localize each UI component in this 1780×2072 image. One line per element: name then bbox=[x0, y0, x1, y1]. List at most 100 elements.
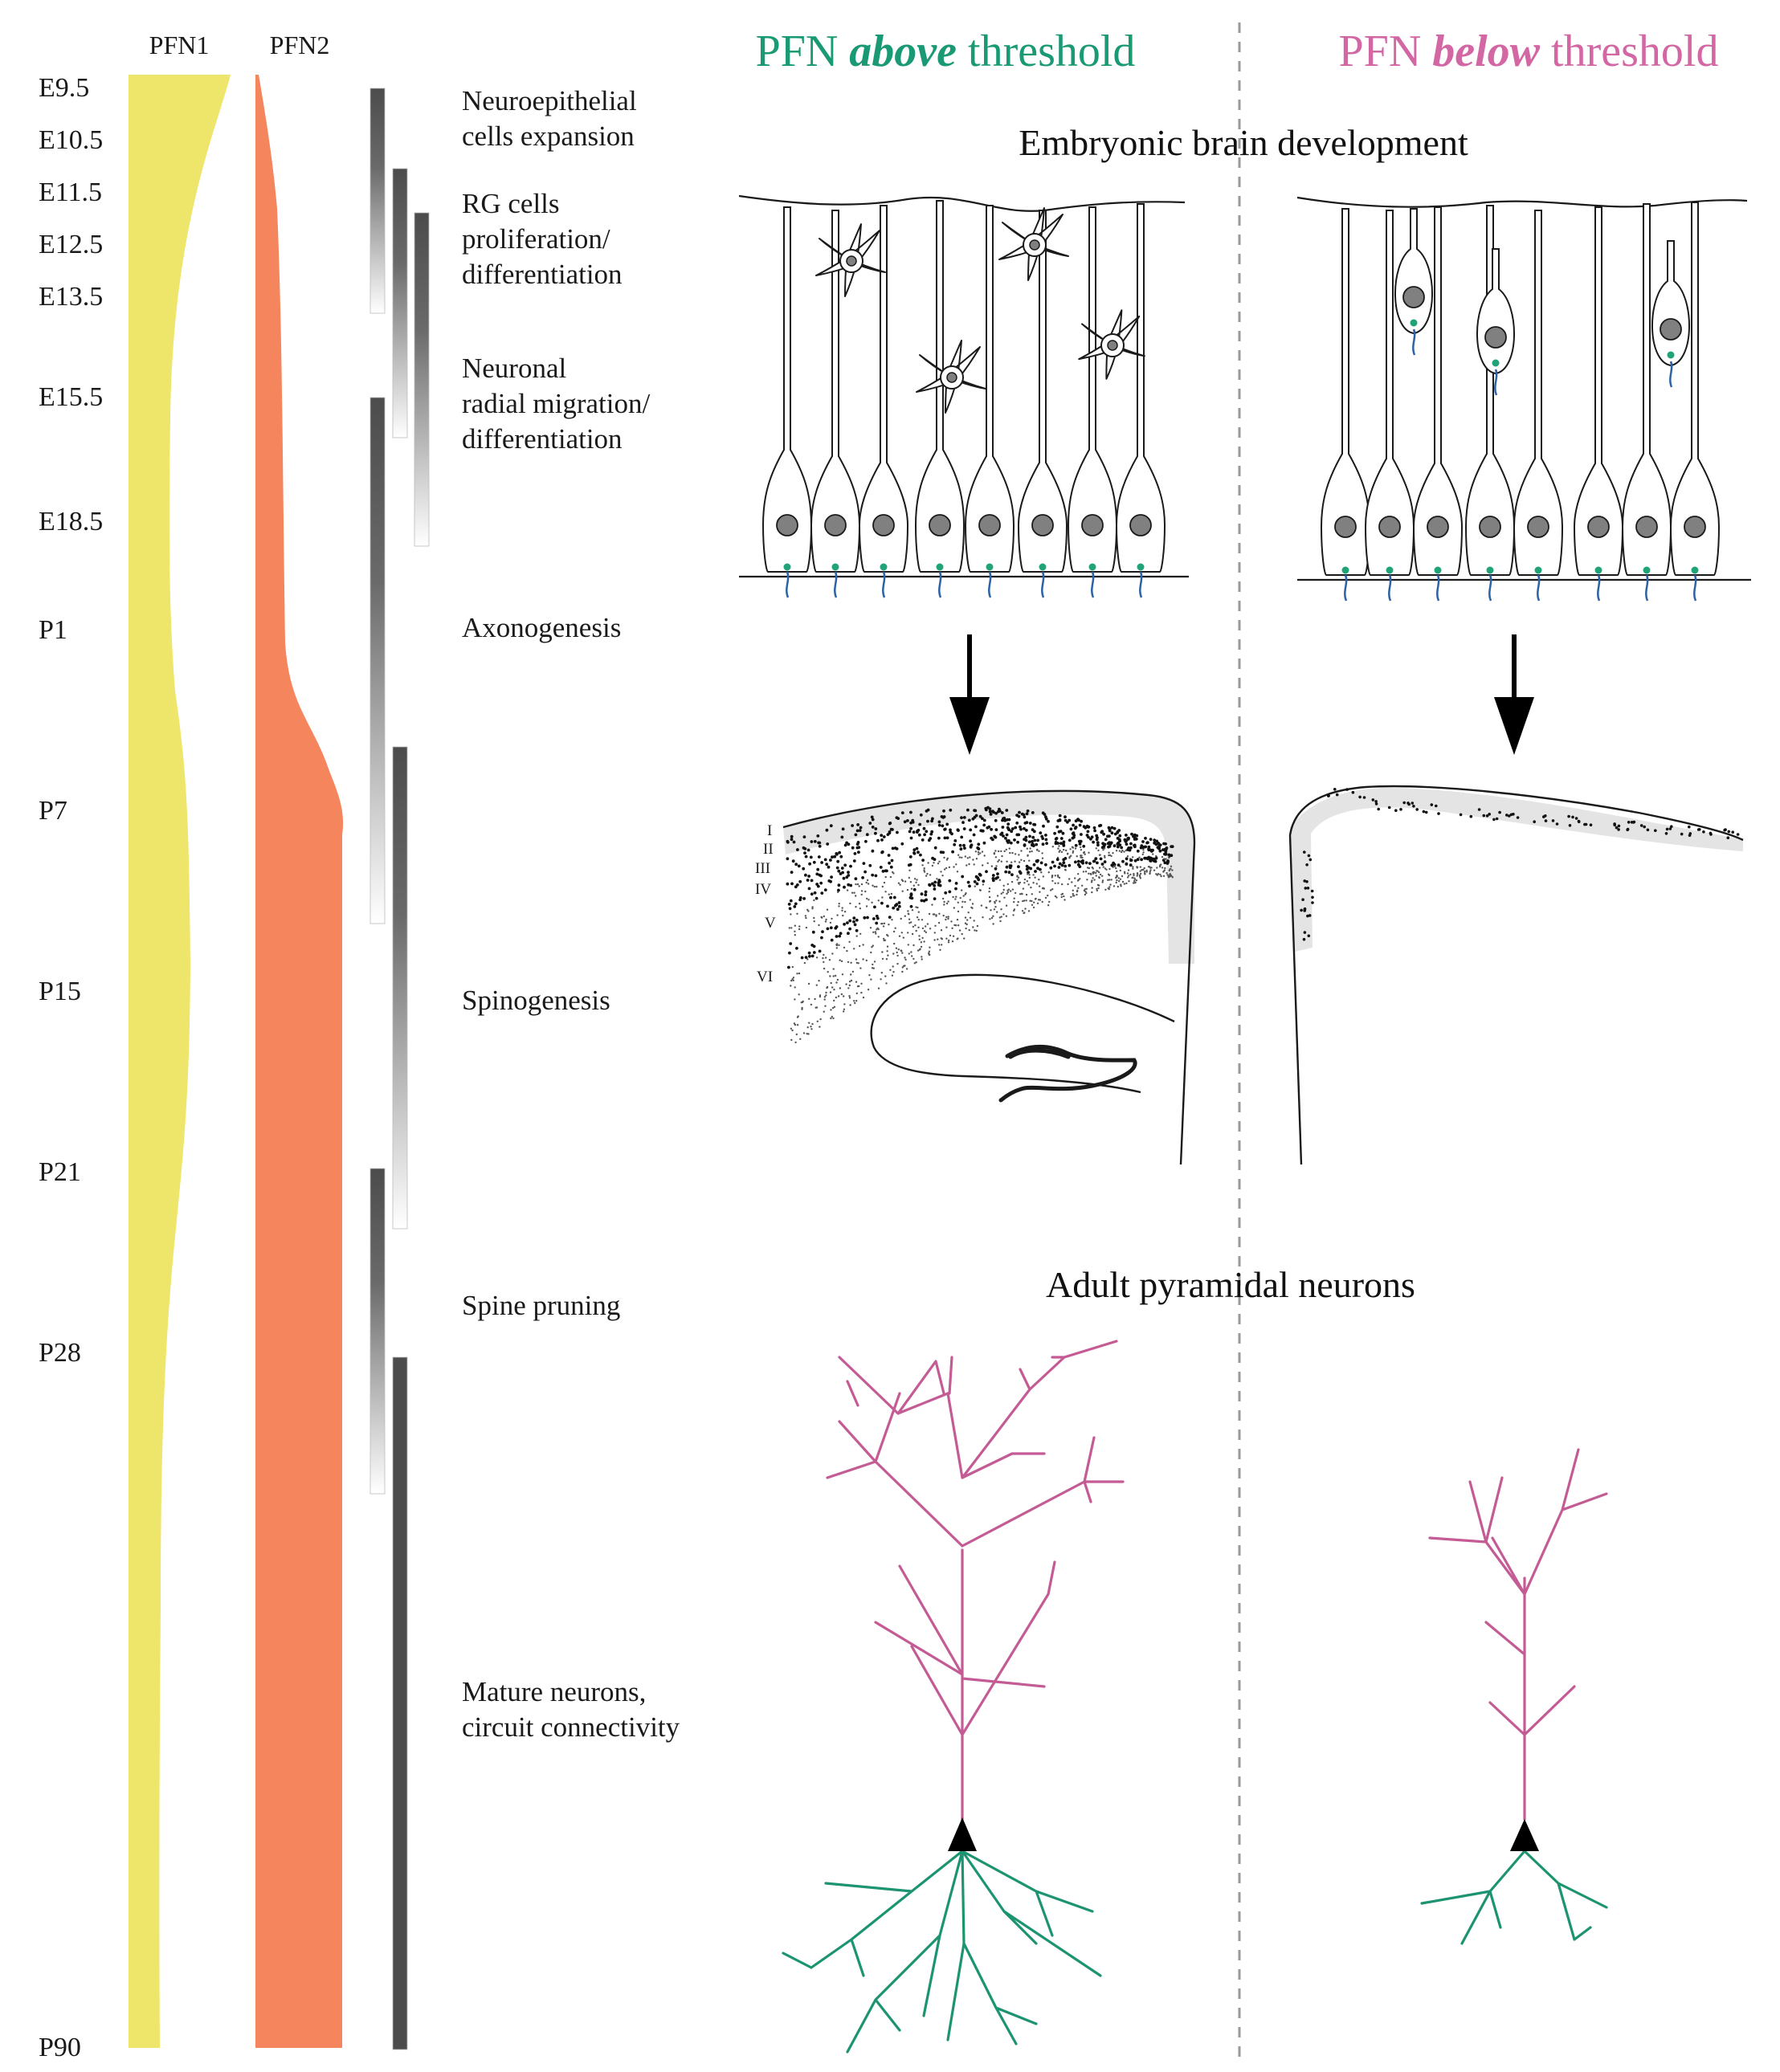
cell-dot bbox=[1019, 861, 1021, 863]
stage-label: Spinogenesis bbox=[462, 985, 610, 1016]
cell-dot bbox=[1028, 859, 1031, 862]
cell-dot bbox=[847, 871, 850, 874]
cell-dot bbox=[924, 893, 928, 897]
cell-dot bbox=[854, 877, 858, 881]
cell-dot bbox=[918, 935, 921, 937]
cell-dot bbox=[871, 946, 873, 948]
cell-dot bbox=[1016, 879, 1019, 881]
cell-dot bbox=[795, 883, 799, 887]
stage-label-line: RG cells bbox=[462, 188, 560, 219]
cell-dot bbox=[835, 981, 838, 984]
cell-dot bbox=[1023, 878, 1027, 881]
cell-dot bbox=[972, 833, 976, 837]
cell-dot bbox=[904, 915, 907, 917]
cell-dot bbox=[873, 885, 876, 888]
cell-dot bbox=[796, 1024, 799, 1026]
cell-dot bbox=[915, 929, 917, 932]
cell-dot bbox=[1088, 851, 1090, 854]
cell-dot bbox=[1394, 809, 1398, 812]
cell-dot bbox=[1086, 825, 1090, 829]
cell-dot bbox=[825, 994, 827, 997]
cortex-outline bbox=[1288, 785, 1744, 1165]
cell-dot bbox=[1091, 891, 1093, 894]
cell-dot bbox=[1064, 864, 1068, 868]
cell-dot bbox=[824, 956, 827, 959]
cell-dot bbox=[1589, 823, 1593, 826]
cortex-outline bbox=[782, 789, 1196, 1165]
cell-dot bbox=[1064, 899, 1066, 901]
cell-dot bbox=[1399, 808, 1402, 811]
cell-dot bbox=[888, 916, 892, 919]
cell-dot bbox=[1664, 832, 1668, 835]
cell-dot bbox=[964, 900, 966, 903]
cell-dot bbox=[940, 871, 942, 873]
cell-dot bbox=[995, 865, 998, 867]
cell-dot bbox=[896, 954, 899, 957]
cell-dot bbox=[794, 930, 796, 933]
cell-dot bbox=[932, 913, 935, 916]
cell-dot bbox=[1002, 834, 1005, 838]
cell-dot bbox=[1099, 873, 1102, 876]
cell-dot bbox=[933, 846, 937, 850]
cell-dot bbox=[933, 887, 937, 891]
cell-dot bbox=[852, 916, 856, 920]
cell-dot bbox=[1047, 819, 1050, 823]
cell-dot bbox=[1016, 904, 1019, 907]
cell-dot bbox=[880, 923, 883, 925]
cell-dot bbox=[874, 827, 878, 830]
cell-dot bbox=[912, 848, 917, 852]
cell-dot bbox=[810, 1026, 812, 1028]
cell-dot bbox=[1036, 902, 1039, 905]
cell-dot bbox=[940, 815, 944, 818]
cell-dot bbox=[947, 916, 949, 918]
cell-dot bbox=[1140, 844, 1144, 847]
cell-dot bbox=[900, 917, 902, 920]
radial-glia-cell-icon bbox=[1115, 203, 1166, 598]
cell-dot bbox=[1680, 832, 1684, 836]
cortical-layer-label: III bbox=[755, 860, 770, 877]
cell-dot bbox=[915, 881, 917, 884]
cell-dot bbox=[849, 864, 852, 868]
cell-dot bbox=[813, 891, 817, 895]
cell-dot bbox=[847, 987, 850, 989]
cell-dot bbox=[841, 909, 843, 912]
cell-dot bbox=[1665, 827, 1669, 831]
cell-dot bbox=[1132, 867, 1134, 870]
cell-dot bbox=[1017, 876, 1020, 879]
cell-dot bbox=[1040, 834, 1044, 838]
cell-dot bbox=[865, 833, 869, 837]
cell-dot bbox=[1130, 832, 1133, 836]
cell-dot bbox=[1077, 839, 1081, 843]
cell-dot bbox=[956, 871, 959, 873]
radial-glia-cell-icon bbox=[1573, 206, 1624, 602]
cell-dot bbox=[970, 906, 973, 909]
cell-dot bbox=[880, 850, 884, 854]
cell-dot bbox=[982, 818, 986, 822]
cell-dot bbox=[1055, 896, 1058, 899]
cell-dot bbox=[999, 920, 1002, 923]
cell-dot bbox=[1077, 873, 1080, 875]
cell-dot bbox=[1103, 860, 1107, 863]
cell-dot bbox=[1129, 873, 1132, 876]
cell-dot bbox=[1057, 847, 1059, 850]
cell-dot bbox=[921, 919, 924, 921]
cell-dot bbox=[1084, 826, 1088, 830]
cell-dot bbox=[1387, 806, 1391, 810]
cell-dot bbox=[953, 907, 956, 909]
cell-dot bbox=[852, 920, 855, 924]
cell-dot bbox=[1571, 815, 1574, 819]
cell-dot bbox=[969, 828, 973, 832]
cell-dot bbox=[1104, 867, 1107, 870]
cell-dot bbox=[957, 901, 960, 904]
basal-dendrite bbox=[782, 1850, 1102, 2054]
cell-dot bbox=[900, 811, 904, 814]
cell-dot bbox=[1047, 904, 1050, 907]
cell-dot bbox=[876, 838, 880, 842]
cell-dot bbox=[1050, 889, 1052, 891]
cell-dot bbox=[1163, 858, 1166, 860]
cell-dot bbox=[877, 987, 880, 989]
cell-dot bbox=[790, 927, 793, 929]
cell-dot bbox=[1007, 818, 1011, 822]
cell-dot bbox=[978, 889, 982, 891]
cell-dot bbox=[851, 970, 855, 973]
